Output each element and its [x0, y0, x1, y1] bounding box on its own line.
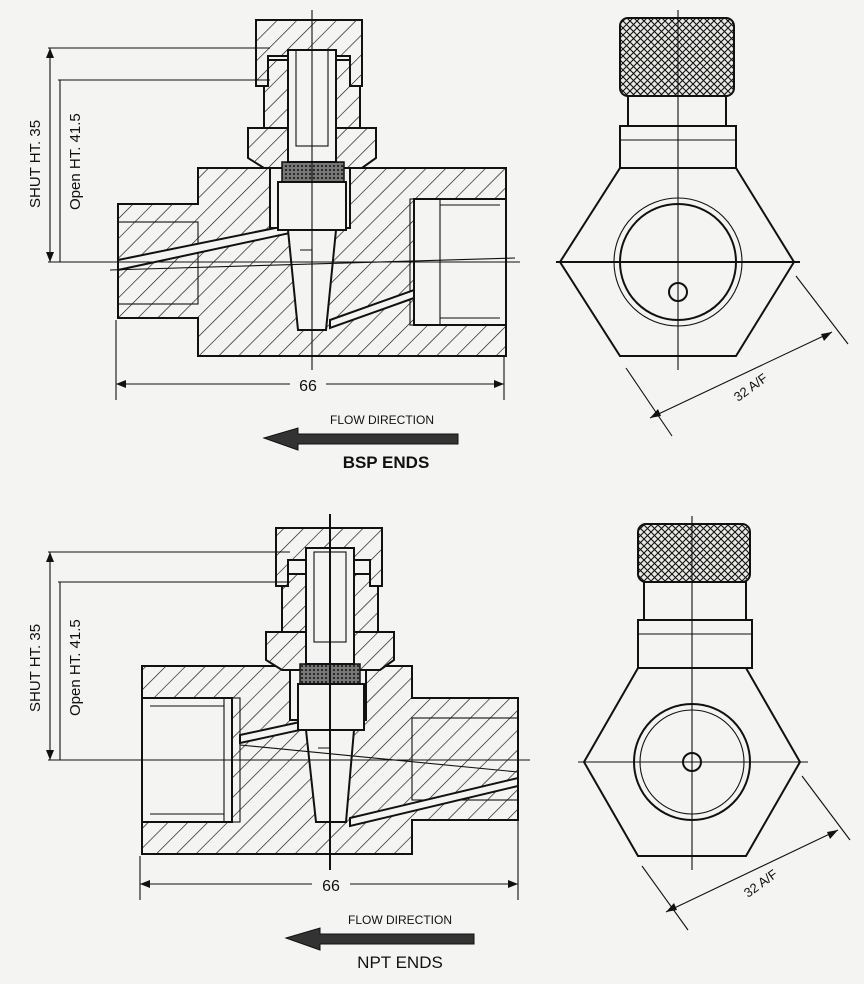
npt-section-view	[126, 514, 530, 870]
bsp-length-dimension: 66	[115, 320, 505, 400]
npt-flow-direction: FLOW DIRECTION NPT ENDS	[284, 913, 475, 972]
bsp-end-type: BSP ENDS	[343, 453, 430, 472]
npt-length-dimension: 66	[139, 820, 519, 900]
bsp-across-flats: 32 A/F	[731, 370, 770, 404]
npt-open-height: Open HT. 41.5	[67, 619, 84, 716]
bsp-end-view: 32 A/F	[556, 10, 849, 437]
bsp-section-view	[104, 10, 520, 370]
npt-end-type: NPT ENDS	[357, 953, 443, 972]
bsp-length-value: 66	[299, 378, 317, 395]
npt-length-value: 66	[322, 878, 340, 895]
left-arrow-icon	[262, 427, 459, 451]
npt-flow-label: FLOW DIRECTION	[348, 913, 452, 927]
bsp-flow-direction: FLOW DIRECTION BSP ENDS	[262, 413, 459, 472]
bsp-flow-label: FLOW DIRECTION	[330, 413, 434, 427]
left-arrow-icon	[284, 927, 475, 951]
bsp-packing	[281, 161, 345, 183]
npt-shut-height: SHUT HT. 35	[27, 624, 44, 712]
npt-height-dimensions: SHUT HT. 35 Open HT. 41.5	[27, 551, 290, 761]
knurled-cap-icon	[619, 17, 735, 97]
bsp-open-height: Open HT. 41.5	[67, 113, 84, 210]
bsp-shut-height: SHUT HT. 35	[27, 120, 44, 208]
npt-across-flats: 32 A/F	[741, 866, 780, 900]
bsp-height-dimensions: SHUT HT. 35 Open HT. 41.5	[27, 47, 270, 263]
knurled-cap-icon	[637, 523, 751, 583]
npt-end-view: 32 A/F	[578, 516, 851, 931]
